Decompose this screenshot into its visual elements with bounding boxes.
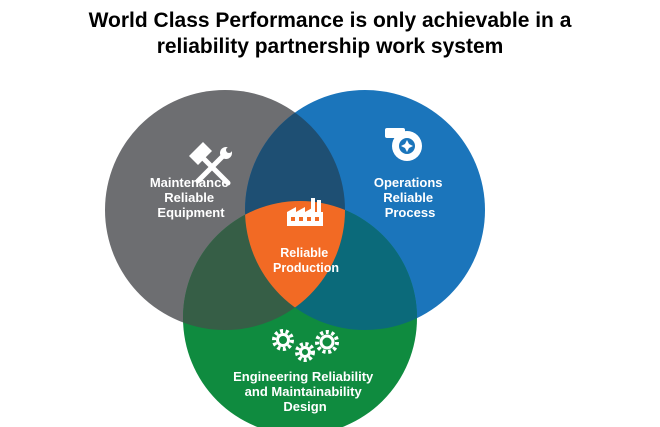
center-label-line-2: Production xyxy=(273,261,339,275)
hammer-wrench-icon xyxy=(189,142,232,186)
operations-label-line-3: Process xyxy=(385,205,436,220)
title-line-1: World Class Performance is only achievab… xyxy=(88,9,572,32)
title-line-2: reliability partnership work system xyxy=(156,35,504,58)
engineering-label-line-3: Design xyxy=(283,399,326,414)
operations-label: Operations Reliable Process xyxy=(374,175,446,220)
engineering-label: Engineering Reliability and Maintainabil… xyxy=(233,369,377,414)
gears-icon xyxy=(272,329,339,362)
maintenance-label-line-2: Reliable xyxy=(164,190,214,205)
page-title: World Class Performance is only achievab… xyxy=(0,8,660,60)
engineering-label-line-1: Engineering Reliability xyxy=(233,369,374,384)
operations-label-line-1: Operations xyxy=(374,175,443,190)
operations-label-line-2: Reliable xyxy=(383,190,433,205)
center-label-line-1: Reliable xyxy=(280,246,328,260)
pump-icon xyxy=(385,128,422,161)
center-label: Reliable Production xyxy=(273,246,339,275)
maintenance-label-line-3: Equipment xyxy=(157,205,225,220)
maintenance-label-line-1: Maintenance xyxy=(150,175,229,190)
engineering-label-line-2: and Maintainability xyxy=(245,384,363,399)
maintenance-label: Maintenance Reliable Equipment xyxy=(150,175,232,220)
factory-icon xyxy=(287,198,323,226)
